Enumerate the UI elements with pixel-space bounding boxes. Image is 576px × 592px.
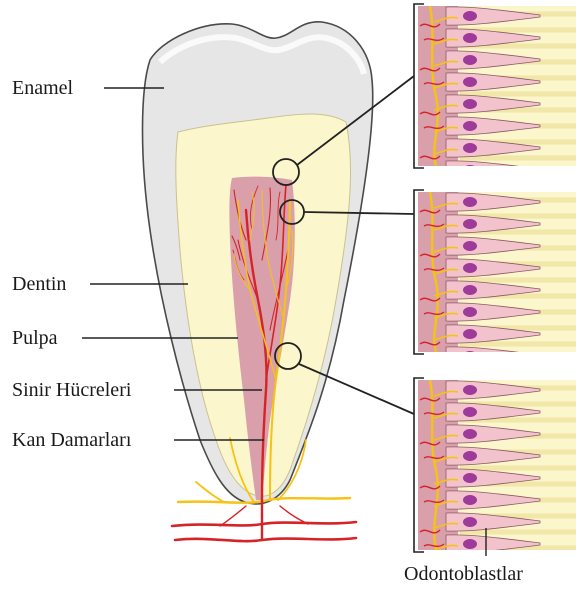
label-pulpa: Pulpa [12,328,58,348]
cell-nucleus [463,219,477,229]
inset-panel-bottom [414,378,576,553]
cell-nucleus [463,143,477,153]
cell-nucleus [463,285,477,295]
inset-panel-middle [414,190,576,365]
cell-nucleus [463,33,477,43]
cell-nucleus [463,473,477,483]
cell-nucleus [463,165,477,175]
cell-nucleus [463,407,477,417]
cell-nucleus [463,495,477,505]
inset-panel-top [414,4,576,179]
cell-nucleus [463,99,477,109]
cell-nucleus [463,385,477,395]
cell-nucleus [463,517,477,527]
label-odontoblastlar: Odontoblastlar [404,564,523,584]
cell-nucleus [463,351,477,361]
label-kan-damarlari: Kan Damarları [12,430,131,450]
cell-nucleus [463,11,477,21]
cell-nucleus [463,241,477,251]
cell-nucleus [463,329,477,339]
cell-nucleus [463,307,477,317]
label-sinir-hucreleri: Sinir Hücreleri [12,380,131,400]
cell-nucleus [463,263,477,273]
cell-nucleus [463,77,477,87]
label-dentin: Dentin [12,274,66,294]
cell-nucleus [463,55,477,65]
label-enamel: Enamel [12,78,73,98]
cell-nucleus [463,451,477,461]
cell-nucleus [463,197,477,207]
cell-nucleus [463,429,477,439]
cell-nucleus [463,121,477,131]
cell-nucleus [463,539,477,549]
